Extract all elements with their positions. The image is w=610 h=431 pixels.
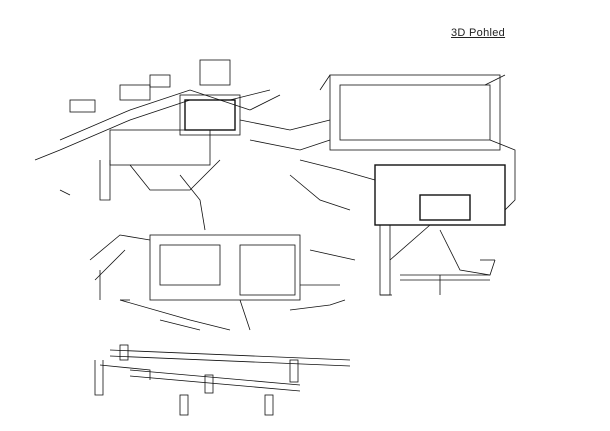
bottom-duct-runs	[94, 344, 351, 416]
right-equipment	[289, 74, 516, 296]
upper-left-equipment	[34, 59, 331, 231]
small-marks	[59, 189, 495, 301]
drawing-title: 3D Pohled	[451, 27, 506, 39]
lower-center-equipment	[89, 234, 356, 331]
